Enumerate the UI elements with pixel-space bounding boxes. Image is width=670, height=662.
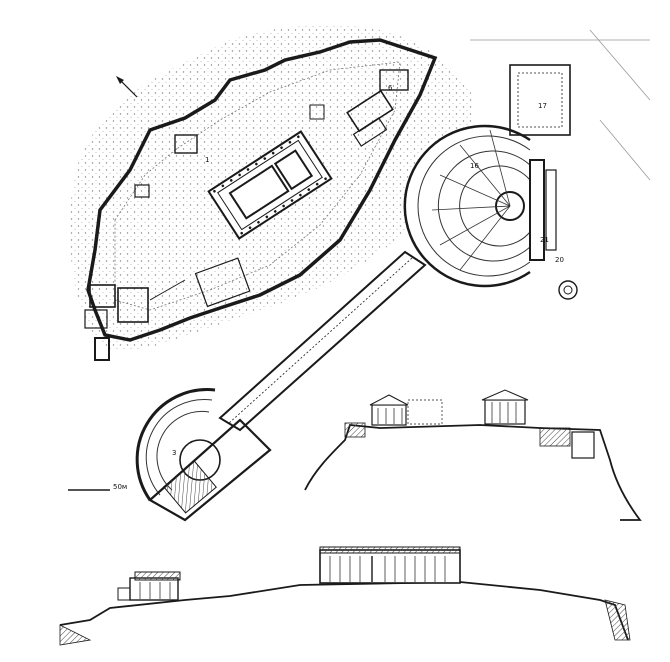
acropolis-long-section — [59, 546, 631, 646]
rock-hatch — [604, 599, 631, 641]
temple-elevation — [481, 389, 529, 425]
erechtheion-plan — [346, 89, 394, 147]
wall-section — [571, 431, 595, 459]
building-number: 3 — [172, 449, 176, 457]
propylaea-elevation — [117, 571, 181, 601]
acropolis-wall — [86, 38, 438, 342]
wall-section — [344, 422, 366, 438]
wall-section — [539, 427, 571, 447]
building-number: 6 — [388, 84, 393, 92]
theatre-of-dionysus-plan — [403, 124, 557, 288]
building-number: 20 — [555, 256, 564, 264]
rock-hatch — [59, 624, 92, 646]
building-number: 16 — [470, 162, 479, 170]
rosette-monument-icon — [558, 280, 578, 300]
building-number: 17 — [538, 102, 547, 110]
parthenon-plan — [207, 130, 333, 240]
acropolis-south-section — [304, 389, 642, 521]
scale-label: 50м — [113, 483, 127, 491]
erechtheion-elevation — [369, 394, 443, 426]
building-number: 21 — [540, 236, 549, 244]
building-number: 1 — [205, 156, 209, 164]
parthenon-elevation — [319, 546, 461, 584]
site-plan: 1 6 3 16 17 21 20 50м — [68, 24, 651, 522]
scale-bar: 50м — [68, 483, 127, 491]
stoa-of-eumenes-plan — [218, 250, 427, 432]
north-arrow-icon — [116, 76, 138, 98]
plateau-contour — [114, 61, 401, 311]
hill-profile — [59, 581, 629, 641]
odeion-plan — [470, 29, 651, 181]
odeon-herodes-atticus-plan — [135, 388, 272, 522]
rock-profile — [304, 424, 642, 521]
plateau-buildings — [134, 69, 409, 308]
propylaea-plan — [84, 279, 186, 361]
